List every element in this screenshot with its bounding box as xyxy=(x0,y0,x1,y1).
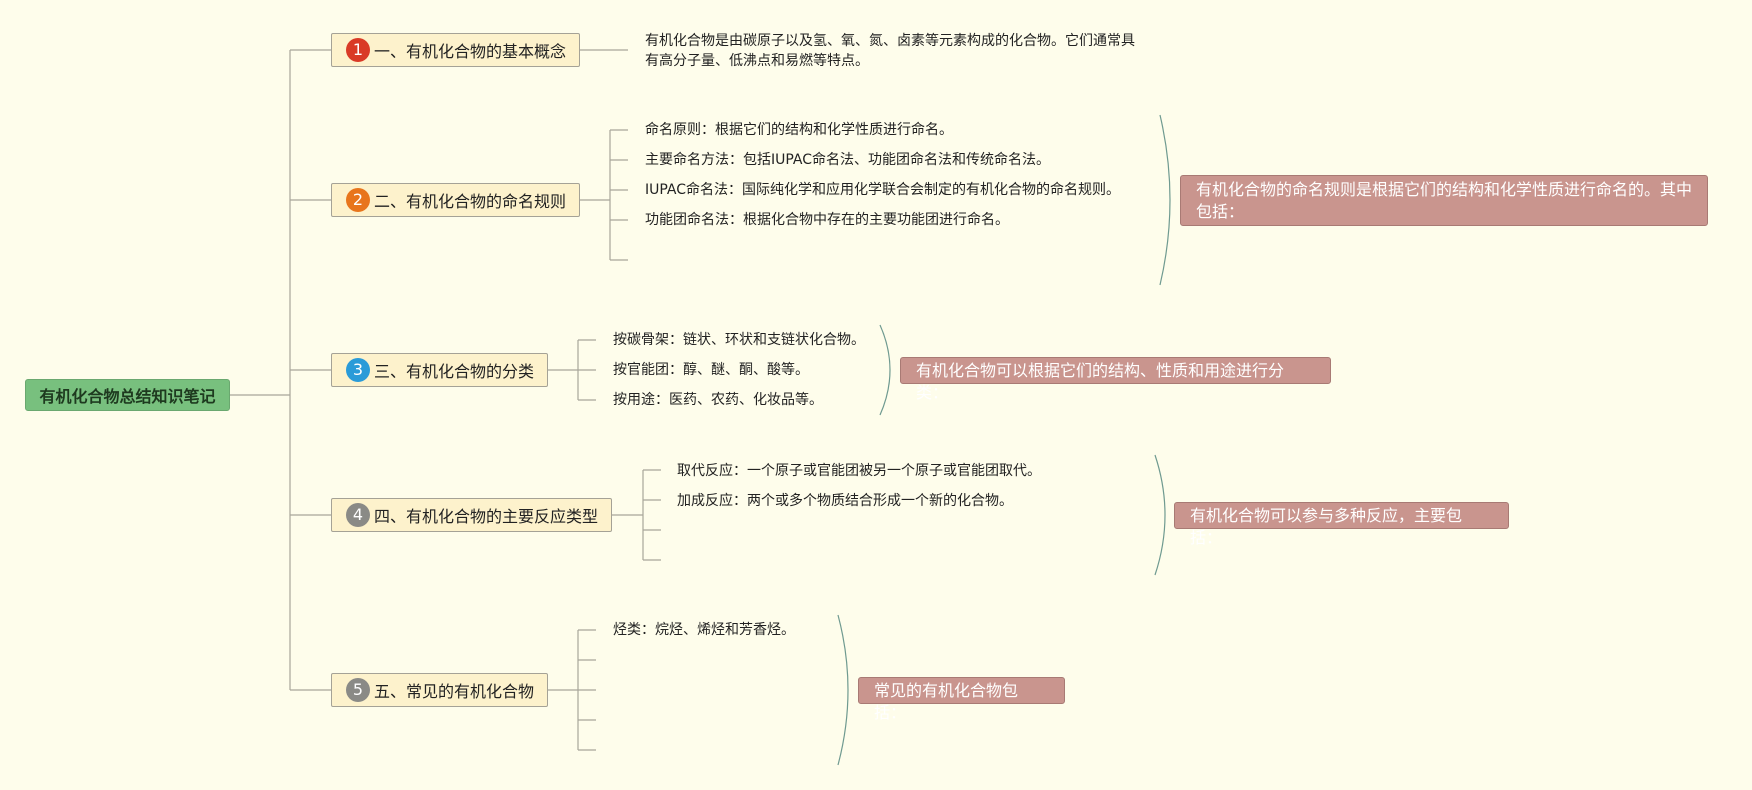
topic-4-label: 四、有机化合物的主要反应类型 xyxy=(374,507,599,526)
topic-2-detail-1[interactable]: 命名原则：根据它们的结构和化学性质进行命名。 xyxy=(645,122,953,138)
topic-3-detail-3[interactable]: 按用途：医药、农药、化妆品等。 xyxy=(613,392,823,408)
topic-2[interactable]: 2 二、有机化合物的命名规则 xyxy=(331,183,580,217)
topic-3-detail-1[interactable]: 按碳骨架：链状、环状和支链状化合物。 xyxy=(613,332,865,348)
summary-brace-3 xyxy=(879,324,891,416)
number-badge-5: 5 xyxy=(346,678,370,702)
topic-3-detail-2[interactable]: 按官能团：醇、醚、酮、酸等。 xyxy=(613,362,809,378)
topic-2-detail-3[interactable]: IUPAC命名法：国际纯化学和应用化学联合会制定的有机化合物的命名规则。 xyxy=(645,182,1121,198)
topic-5-label: 五、常见的有机化合物 xyxy=(374,682,535,701)
topic-2-detail-2[interactable]: 主要命名方法：包括IUPAC命名法、功能团命名法和传统命名法。 xyxy=(645,152,1051,168)
topic-1-detail[interactable]: 有机化合物是由碳原子以及氢、氧、氮、卤素等元素构成的化合物。它们通常具有高分子量… xyxy=(645,33,1135,69)
topic-4-detail-1[interactable]: 取代反应：一个原子或官能团被另一个原子或官能团取代。 xyxy=(677,463,1041,479)
topic-3-summary[interactable]: 有机化合物可以根据它们的结构、性质和用途进行分类： xyxy=(900,357,1331,402)
number-badge-3: 3 xyxy=(346,358,370,382)
summary-brace-2 xyxy=(1159,114,1171,286)
topic-4[interactable]: 4 四、有机化合物的主要反应类型 xyxy=(331,498,612,532)
topic-1-label: 一、有机化合物的基本概念 xyxy=(374,42,567,61)
root-topic[interactable]: 有机化合物总结知识笔记 xyxy=(25,379,230,411)
topic-3-label: 三、有机化合物的分类 xyxy=(374,362,535,381)
topic-5-summary[interactable]: 常见的有机化合物包括： xyxy=(858,677,1065,722)
topic-4-detail-2[interactable]: 加成反应：两个或多个物质结合形成一个新的化合物。 xyxy=(677,493,1013,509)
summary-brace-5 xyxy=(837,614,849,766)
number-badge-1: 1 xyxy=(346,38,370,62)
topic-5[interactable]: 5 五、常见的有机化合物 xyxy=(331,673,548,707)
summary-brace-4 xyxy=(1154,454,1166,576)
topic-5-detail-1[interactable]: 烃类：烷烃、烯烃和芳香烃。 xyxy=(613,622,795,638)
topic-1[interactable]: 1 一、有机化合物的基本概念 xyxy=(331,33,580,67)
topic-3[interactable]: 3 三、有机化合物的分类 xyxy=(331,353,548,387)
topic-2-detail-4[interactable]: 功能团命名法：根据化合物中存在的主要功能团进行命名。 xyxy=(645,212,1009,228)
number-badge-4: 4 xyxy=(346,503,370,527)
number-badge-2: 2 xyxy=(346,188,370,212)
topic-2-summary[interactable]: 有机化合物的命名规则是根据它们的结构和化学性质进行命名的。其中包括： xyxy=(1180,175,1708,226)
topic-2-label: 二、有机化合物的命名规则 xyxy=(374,192,567,211)
topic-4-summary[interactable]: 有机化合物可以参与多种反应，主要包括： xyxy=(1174,502,1509,547)
